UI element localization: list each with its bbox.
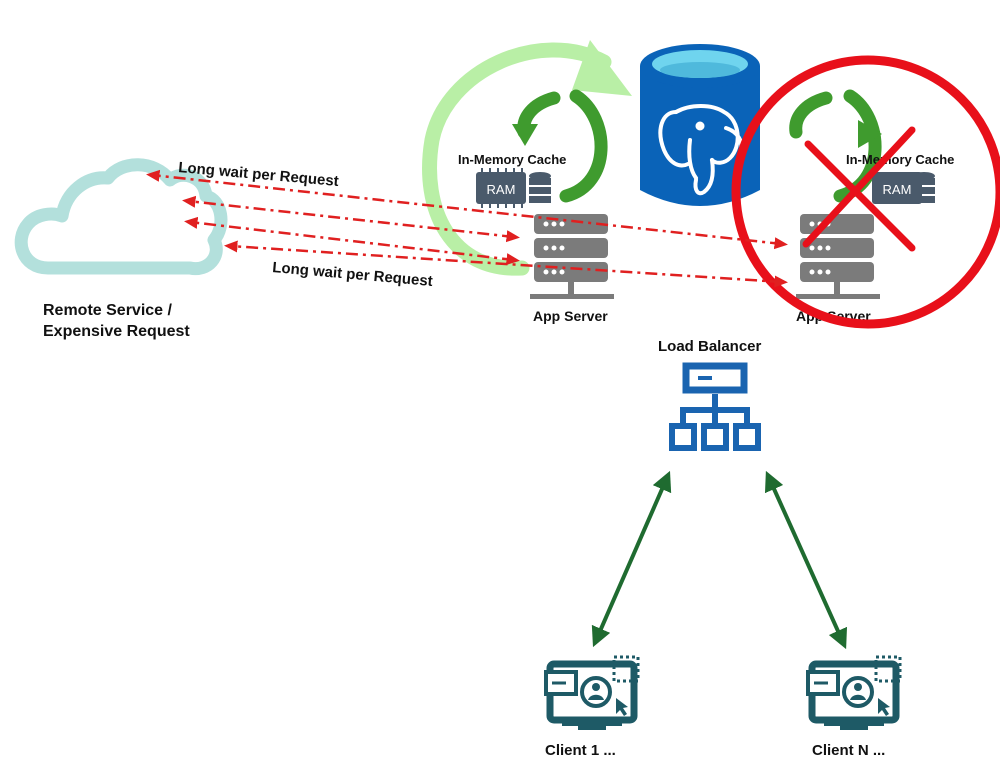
postgresql-database-icon [640,44,760,206]
ram-chip-icon: RAM [476,168,526,208]
client-n-link [764,470,848,650]
server-icon [530,214,614,299]
client-n: Client N ... [806,655,902,759]
request-label-bottom: Long wait per Request [272,259,434,290]
load-balancer: Load Balancer [658,338,762,451]
mini-database-icon [913,172,935,203]
network-hierarchy-icon [669,362,761,451]
ram-label: RAM [487,182,516,197]
mini-database-icon [529,172,551,203]
load-balancer-label: Load Balancer [658,338,762,355]
ram-label: RAM [883,182,912,197]
cache-label: In-Memory Cache [458,152,566,167]
client-1-link [591,470,672,648]
client-1: Client 1 ... [544,655,640,759]
server-icon [796,214,880,299]
monitor-user-icon [544,655,640,730]
client-n-label: Client N ... [812,742,885,759]
request-line-1 [146,169,788,250]
remote-service-label-line1: Remote Service / [43,302,173,319]
monitor-user-icon [806,655,902,730]
cache-label: In-Memory Cache [846,152,954,167]
ram-chip-icon: RAM [872,172,922,204]
client-1-label: Client 1 ... [545,742,616,759]
request-line-4 [224,240,788,288]
app-server-1-label: App Server [533,308,608,324]
client-links [591,470,848,650]
request-lines [146,169,788,288]
request-line-2 [182,195,520,243]
remote-service-label-line2: Expensive Request [43,323,190,340]
prohibited-x-icon [731,55,1000,329]
remote-service: Remote Service / Expensive Request [14,158,228,340]
app-server-2: RAM In-Memory Cache App Server [731,55,1000,329]
